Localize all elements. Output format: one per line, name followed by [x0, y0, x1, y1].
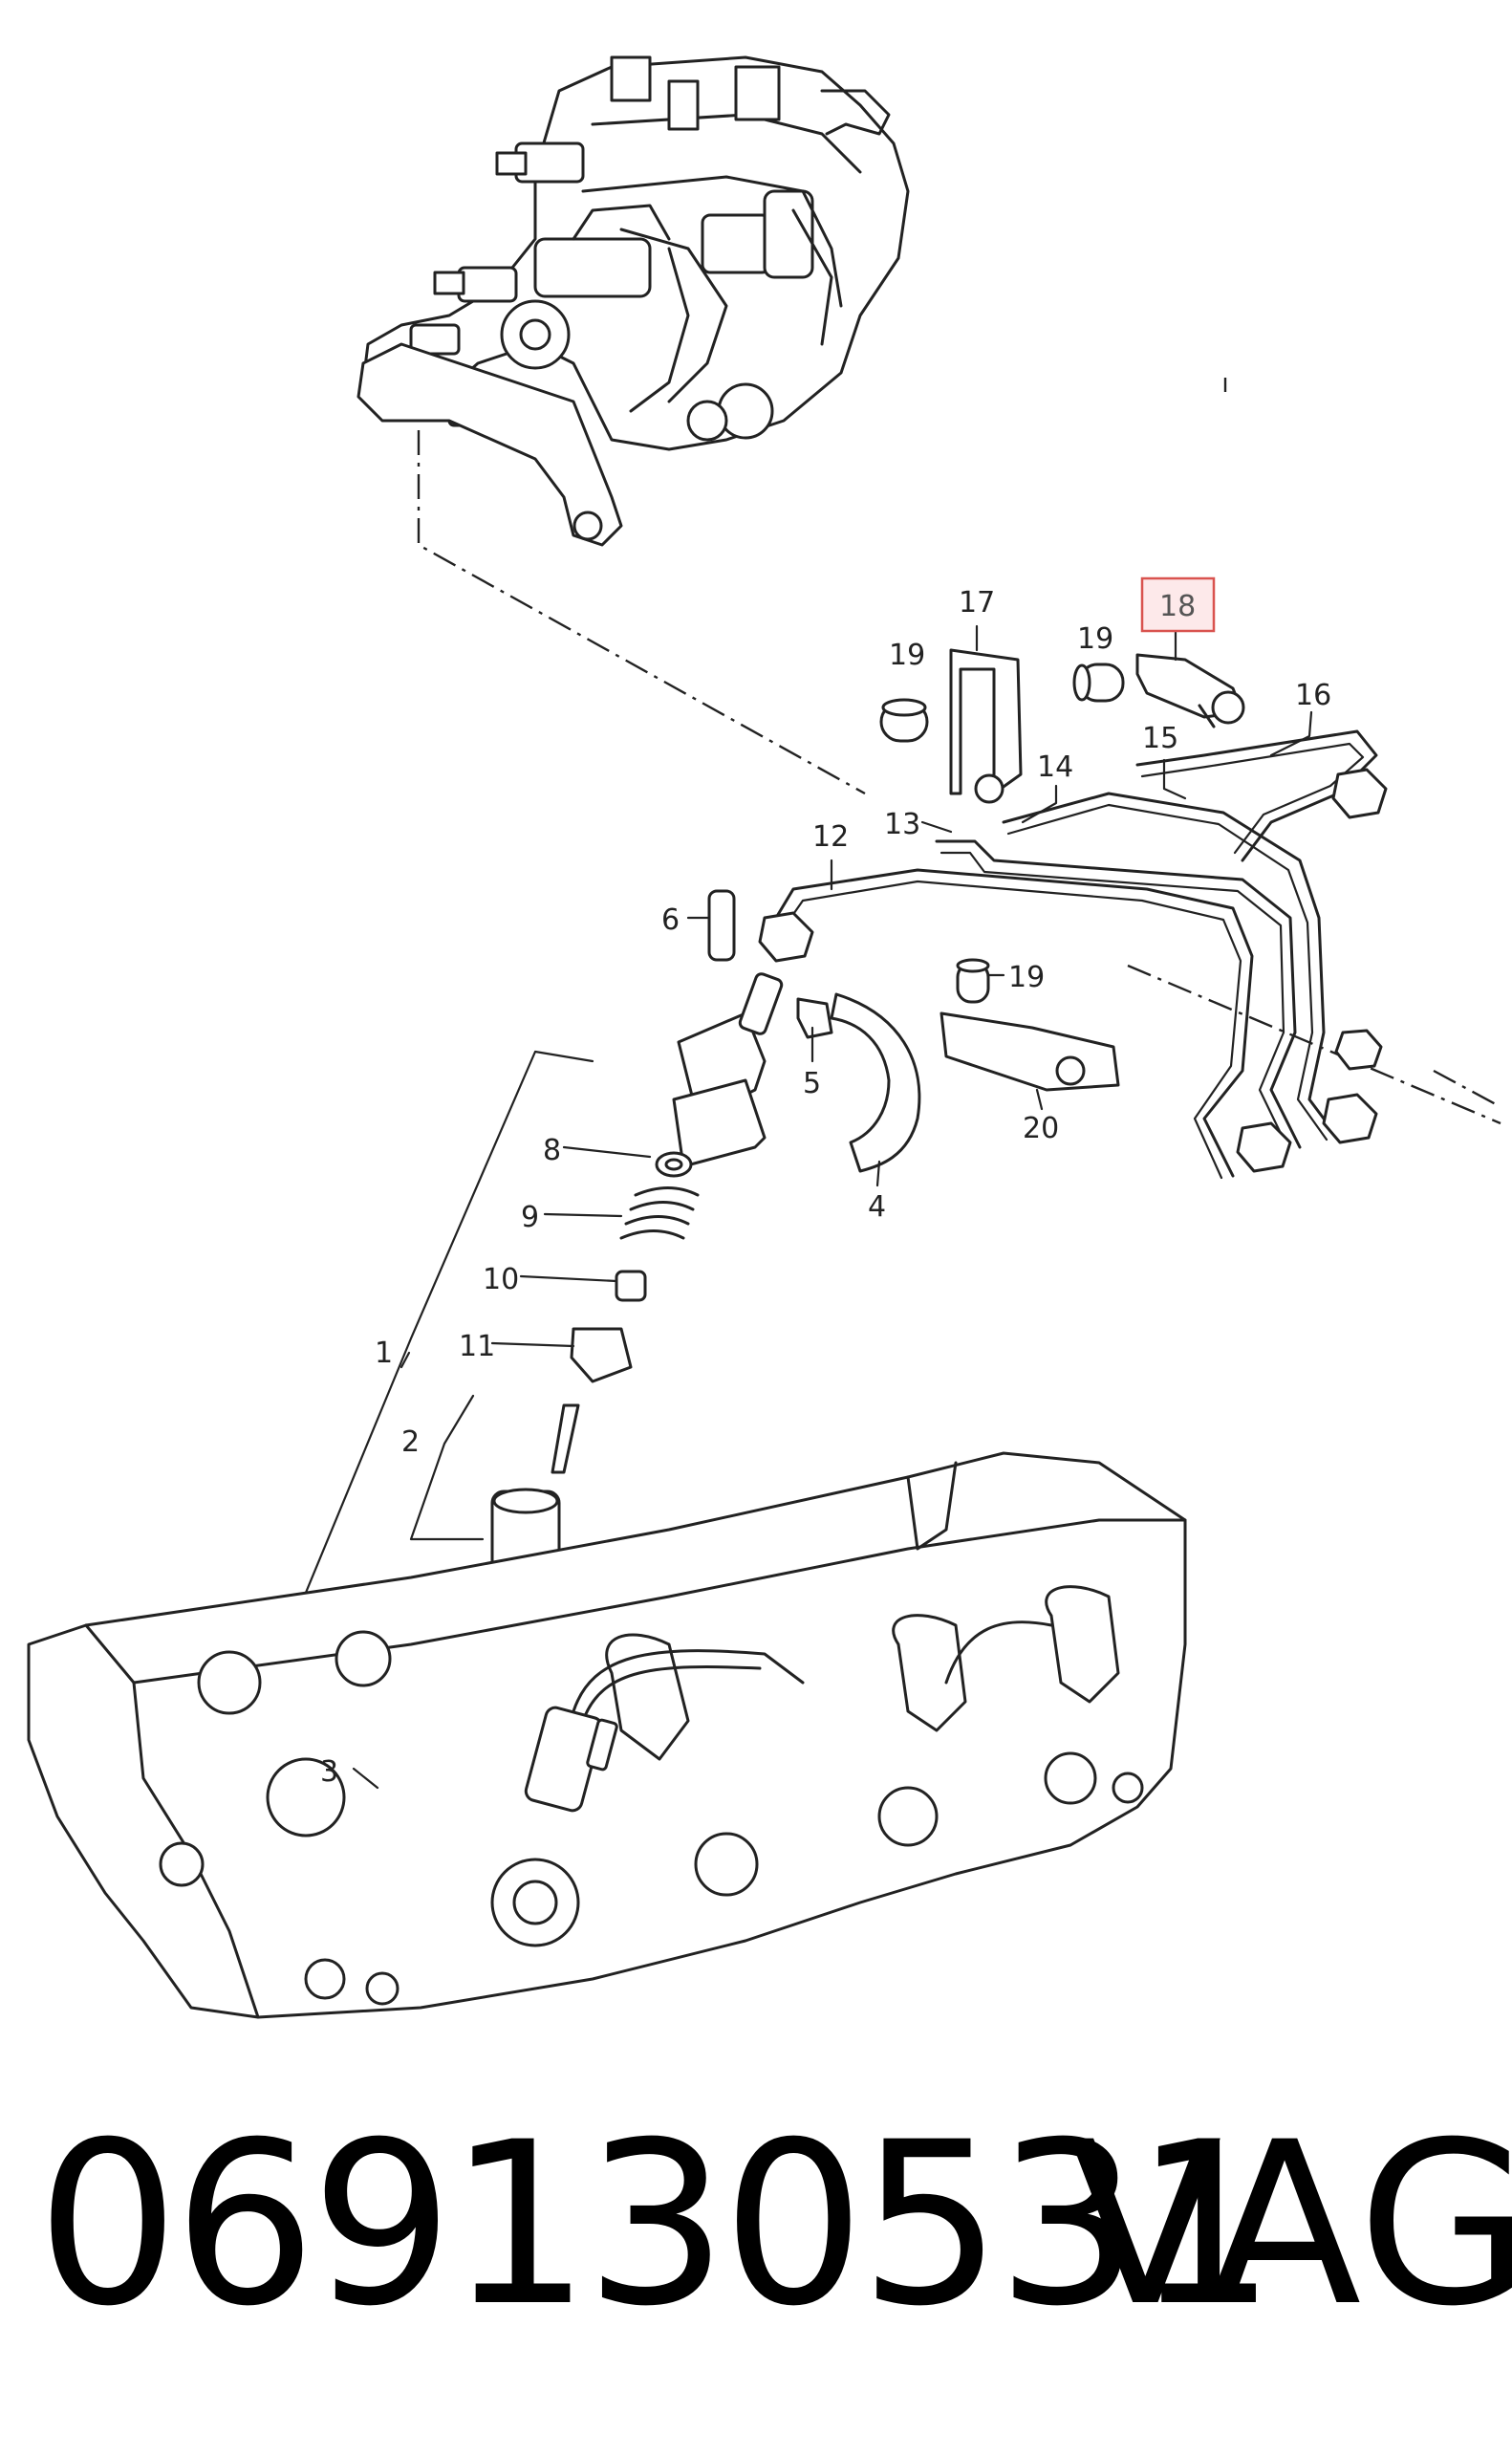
callout-19-right: 19: [1077, 622, 1113, 656]
callout-14: 14: [1037, 750, 1073, 784]
callout-2: 2: [401, 1425, 420, 1459]
callout-6: 6: [661, 903, 680, 937]
alignment-lines: [417, 378, 1501, 1125]
fuel-lines: [758, 729, 1388, 1180]
part-number: 069130531: [36, 2095, 1277, 2356]
callout-20: 20: [1023, 1112, 1059, 1145]
injection-pump-drawing: [356, 55, 910, 547]
callout-16: 16: [1295, 679, 1331, 712]
callout-8: 8: [543, 1134, 561, 1167]
cylinder-head-drawing: [27, 1451, 1187, 2019]
callout-10: 10: [483, 1263, 519, 1296]
callout-19-lower: 19: [1008, 961, 1045, 994]
callout-11: 11: [459, 1330, 495, 1363]
callout-19-left: 19: [889, 639, 925, 672]
callout-17: 17: [959, 586, 995, 620]
callout-5: 5: [803, 1067, 821, 1100]
callout-4: 4: [868, 1190, 886, 1224]
callout-13: 13: [884, 808, 920, 841]
small-parts: [707, 648, 1245, 1173]
callout-15: 15: [1142, 722, 1178, 755]
callout-1: 1: [375, 1337, 393, 1370]
leader-lines: [352, 624, 1313, 1790]
callout-18-highlight: [1140, 576, 1216, 633]
callout-18: 18: [1159, 590, 1196, 623]
callout-3: 3: [320, 1755, 338, 1789]
callout-12: 12: [812, 820, 849, 854]
callout-labels: 1 2 3 4 5 6 8 9 10 11 12 13 14 15 16 17 …: [320, 576, 1331, 1789]
callout-9: 9: [521, 1201, 539, 1234]
brand-name: VAG: [1069, 2095, 1512, 2356]
